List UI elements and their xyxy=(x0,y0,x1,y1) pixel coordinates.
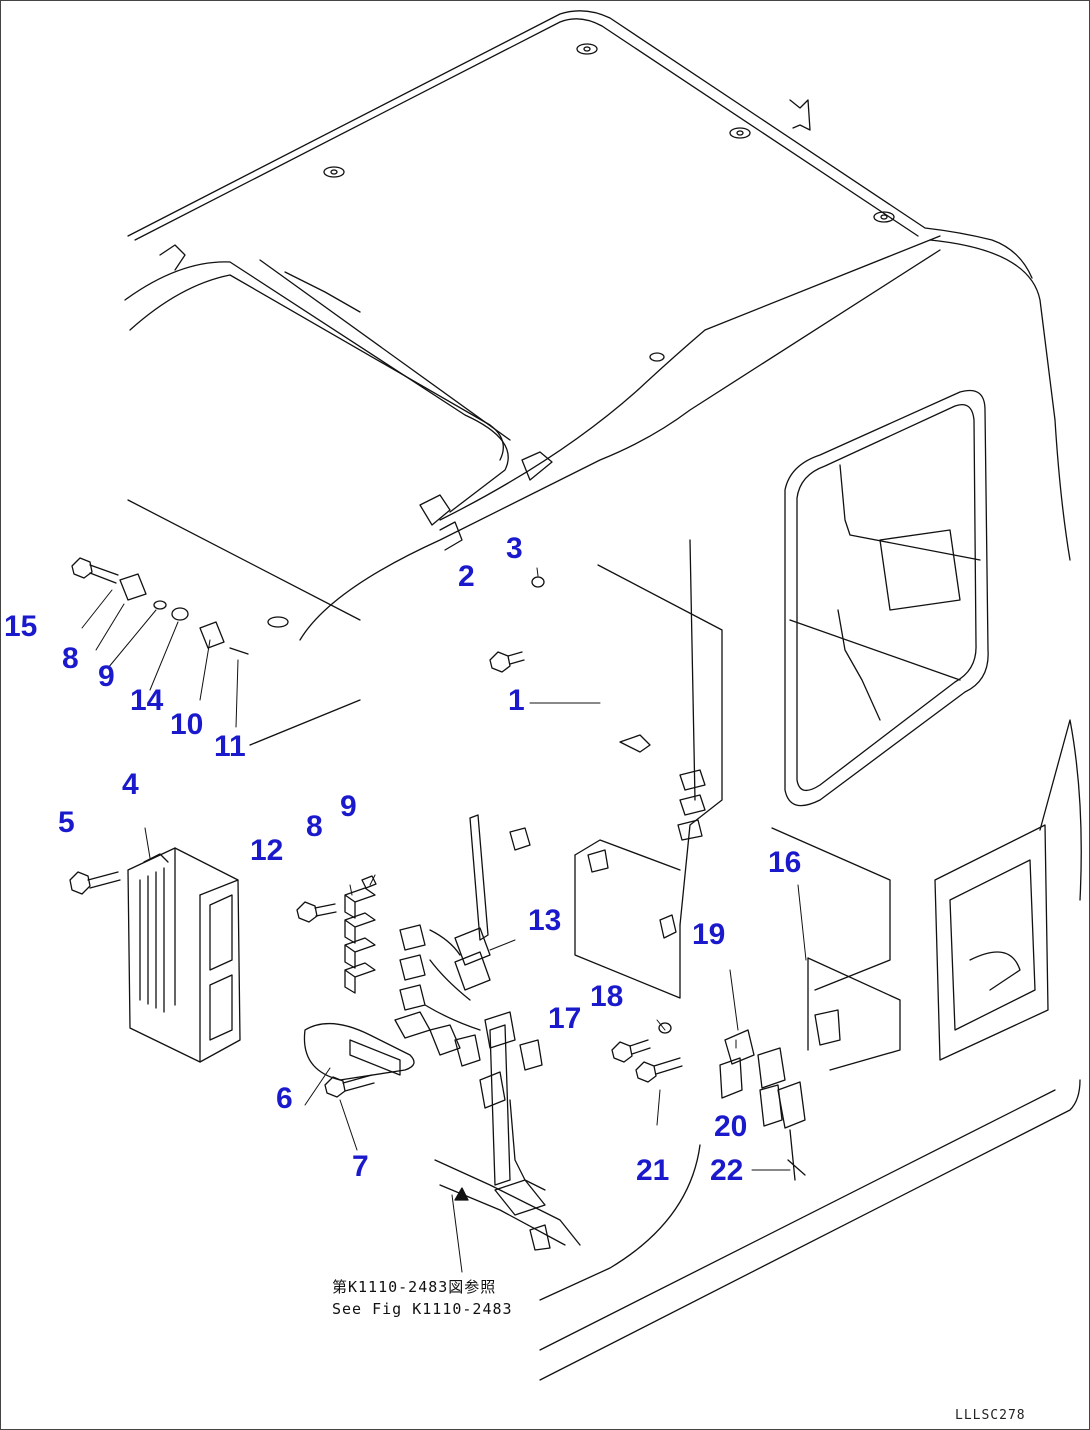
reference-arrow xyxy=(455,1188,468,1200)
bolt-2-washer-3 xyxy=(490,577,544,672)
bracket-6 xyxy=(304,1024,414,1080)
callout-6: 6 xyxy=(276,1082,293,1115)
bolt-7 xyxy=(325,1075,374,1097)
wiring-harness-13 xyxy=(395,815,545,1190)
roof-bolts xyxy=(160,44,894,627)
mounting-plate-16 xyxy=(772,828,900,1070)
callout-4: 4 xyxy=(122,768,139,801)
callout-9-relay: 9 xyxy=(340,790,357,823)
callout-21: 21 xyxy=(636,1154,670,1187)
callout-10: 10 xyxy=(170,708,204,741)
cab-body xyxy=(250,700,1080,1380)
callout-3: 3 xyxy=(506,532,523,565)
cab-roof xyxy=(125,11,1070,640)
callout-12: 12 xyxy=(250,834,284,867)
mounting-plate-1 xyxy=(575,540,722,998)
roof-brackets xyxy=(420,452,552,550)
callout-2: 2 xyxy=(458,560,475,593)
reference-note-japanese: 第K1110-2483図参照 xyxy=(332,1278,497,1296)
callout-22: 22 xyxy=(710,1154,744,1187)
callout-7: 7 xyxy=(352,1150,369,1183)
bolt-5 xyxy=(70,872,120,894)
rear-opening xyxy=(935,720,1081,1060)
callout-1: 1 xyxy=(508,684,525,717)
reference-note-english: See Fig K1110-2483 xyxy=(332,1300,513,1318)
callout-16: 16 xyxy=(768,846,802,879)
relay-block xyxy=(345,876,376,993)
fastener-set-top-left xyxy=(72,558,248,654)
callout-9-top: 9 xyxy=(98,660,115,693)
callout-8-top: 8 xyxy=(62,642,79,675)
controller-unit-4 xyxy=(128,848,240,1062)
drawing-code: LLLSC278 xyxy=(955,1408,1026,1423)
callout-8-relay: 8 xyxy=(306,810,323,843)
leader-lines xyxy=(82,568,806,1272)
callout-5: 5 xyxy=(58,806,75,839)
callout-15: 15 xyxy=(4,610,38,643)
callout-11: 11 xyxy=(214,730,246,763)
callout-19: 19 xyxy=(692,918,726,951)
callout-14: 14 xyxy=(130,684,164,717)
bolt-12 xyxy=(297,902,336,922)
callout-20: 20 xyxy=(714,1110,748,1143)
callout-17: 17 xyxy=(548,1002,582,1035)
callout-18: 18 xyxy=(590,980,624,1013)
side-window xyxy=(785,390,988,805)
reference-note: 第K1110-2483図参照 See Fig K1110-2483 xyxy=(332,1276,513,1320)
callout-13: 13 xyxy=(528,904,562,937)
components-17-22 xyxy=(612,1023,805,1180)
